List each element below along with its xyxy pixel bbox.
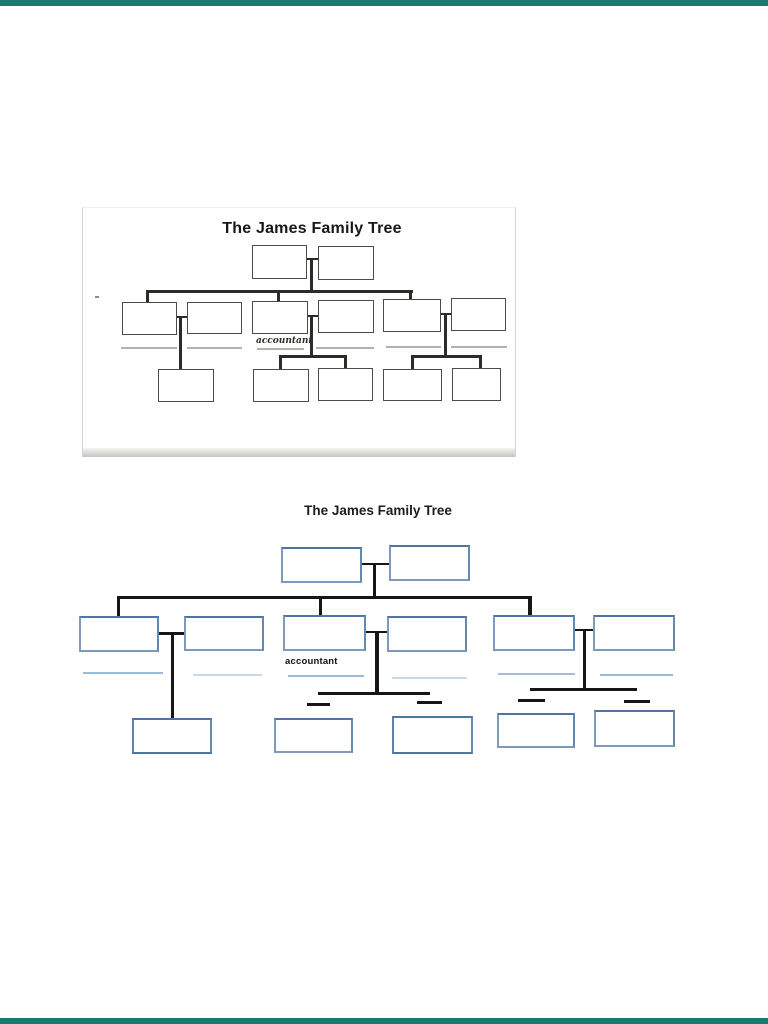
digital-sibling-rail xyxy=(118,596,531,599)
digital-bracket-couple3 xyxy=(530,688,637,691)
digital-gen2-box-4 xyxy=(387,616,467,652)
digital-writing-line-4 xyxy=(392,677,467,679)
digital-gen2-box-2 xyxy=(184,616,264,651)
viewer-bottom-bar xyxy=(0,1018,768,1024)
scan-parents-descent-line xyxy=(310,258,313,292)
scan-writing-line-6 xyxy=(451,346,507,348)
scan-gen3-box-5 xyxy=(452,368,501,401)
digital-gen3-box-1 xyxy=(132,718,212,754)
scan-sibling-rail xyxy=(147,290,413,293)
scan-writing-line-3 xyxy=(257,348,304,350)
digital-writing-line-3 xyxy=(288,675,364,677)
scan-gen2-box-2 xyxy=(187,302,242,334)
scan-gen2-box-4 xyxy=(318,300,374,333)
digital-gen2-box-3 xyxy=(283,615,366,651)
digital-title: The James Family Tree xyxy=(304,503,452,518)
scan-gen2-box-1 xyxy=(122,302,177,335)
scan-accountant-label: accountant xyxy=(256,336,313,346)
scan-title: The James Family Tree xyxy=(222,220,402,237)
scan-marriage-line-couple1 xyxy=(177,316,187,318)
digital-gen2-box-5 xyxy=(493,615,575,651)
scan-writing-line-5 xyxy=(386,346,441,348)
digital-couple3-descent-line xyxy=(583,629,586,690)
scan-drop-left xyxy=(146,290,149,303)
digital-couple1-descent-line xyxy=(171,632,174,718)
scan-bracket-couple2 xyxy=(279,355,347,358)
scan-drop-right xyxy=(409,290,412,300)
scanned-family-tree-figure: The James Family Tree accountant xyxy=(82,207,516,457)
scan-writing-line-4 xyxy=(316,347,374,349)
scan-marriage-line-couple2 xyxy=(308,315,318,317)
digital-writing-line-5 xyxy=(498,673,575,675)
scan-bracket-couple3-right xyxy=(479,355,482,369)
scan-gen2-box-3 xyxy=(252,301,308,334)
scan-parent-box-2 xyxy=(318,246,374,280)
scan-writing-line-2 xyxy=(187,347,242,349)
scan-couple1-descent-line xyxy=(179,316,182,370)
digital-couple2-descent-line xyxy=(375,631,379,694)
digital-gen2-box-1 xyxy=(79,616,159,652)
digital-accountant-label: accountant xyxy=(285,656,338,667)
scan-writing-line-1 xyxy=(121,347,177,349)
scan-gen3-box-2 xyxy=(253,369,309,402)
digital-gen2-box-6 xyxy=(593,615,675,651)
viewer-top-bar xyxy=(0,0,768,6)
digital-gen3-box-3 xyxy=(392,716,473,754)
scan-gen3-box-1 xyxy=(158,369,214,402)
scan-artifact-speck xyxy=(95,296,99,298)
scan-bracket-couple2-left xyxy=(279,355,282,370)
scan-couple3-descent-line xyxy=(444,313,447,357)
digital-drop-middle xyxy=(319,596,322,615)
scan-gen2-box-5 xyxy=(383,299,441,332)
scan-gen3-box-4 xyxy=(383,369,442,401)
scan-gen3-box-3 xyxy=(318,368,373,401)
scan-bracket-couple3-left xyxy=(411,355,414,369)
digital-writing-line-1 xyxy=(83,672,163,674)
scan-drop-middle xyxy=(277,290,280,302)
digital-parent-box-1 xyxy=(281,547,362,583)
scan-parent-box-1 xyxy=(252,245,307,279)
digital-writing-line-6 xyxy=(600,674,673,676)
digital-gen3-box-5 xyxy=(594,710,675,747)
scan-bracket-couple2-right xyxy=(344,355,347,370)
digital-bracket-couple2 xyxy=(318,692,430,695)
digital-gen3-box-2 xyxy=(274,718,353,753)
digital-child-dash-4 xyxy=(624,700,650,703)
scan-gen2-box-6 xyxy=(451,298,506,331)
digital-drop-left xyxy=(117,596,120,616)
digital-parents-descent-line xyxy=(373,563,376,598)
scan-bracket-couple3 xyxy=(411,355,482,358)
digital-child-dash-1 xyxy=(307,703,330,706)
digital-parent-box-2 xyxy=(389,545,470,581)
digital-child-dash-2 xyxy=(417,701,442,704)
digital-gen3-box-4 xyxy=(497,713,575,748)
scan-couple2-descent-line xyxy=(310,315,313,357)
scan-bottom-shadow xyxy=(83,448,515,457)
digital-writing-line-2 xyxy=(193,674,262,676)
digital-child-dash-3 xyxy=(518,699,545,702)
digital-drop-right xyxy=(528,596,532,615)
